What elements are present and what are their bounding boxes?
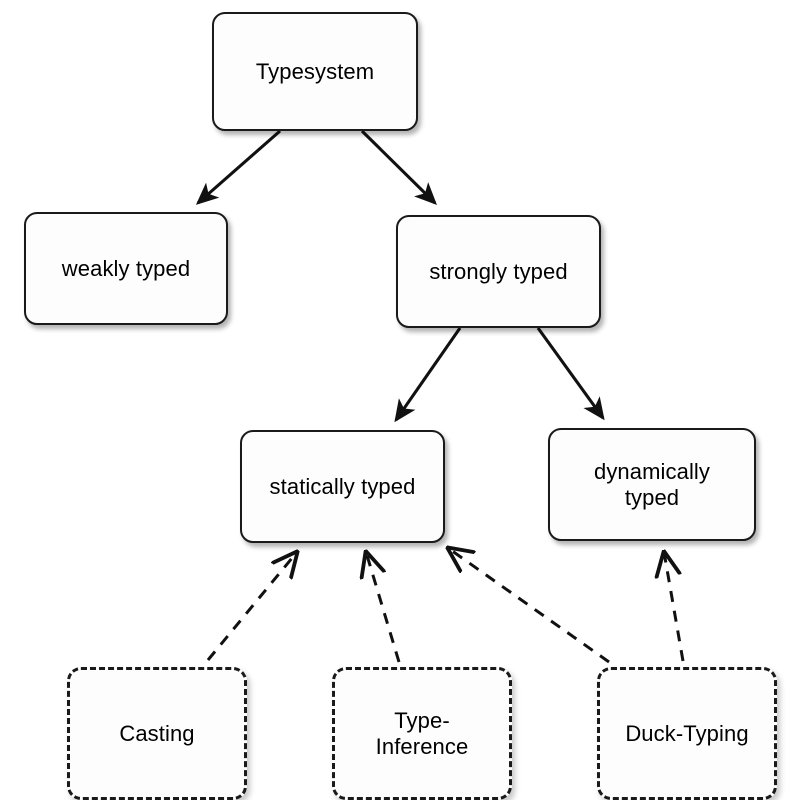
node-type-inference-label: Type- Inference [375, 707, 469, 759]
edge-duck-typing-to-dynamically-typed [664, 552, 685, 662]
node-weakly-typed-label: weakly typed [61, 255, 191, 281]
node-casting[interactable]: Casting [67, 667, 247, 800]
node-statically-typed-label: statically typed [269, 473, 416, 499]
node-strongly-typed-label: strongly typed [429, 258, 568, 284]
node-dynamically-typed[interactable]: dynamically typed [548, 428, 756, 541]
node-typesystem[interactable]: Typesystem [212, 12, 418, 131]
node-duck-typing[interactable]: Duck-Typing [597, 667, 777, 800]
node-dynamically-typed-label: dynamically typed [593, 458, 711, 510]
node-casting-label: Casting [119, 720, 195, 746]
edge-strongly-typed-to-dynamically-typed [536, 327, 605, 421]
edge-typesystem-to-strongly-typed [360, 129, 437, 205]
edge-typesystem-to-weakly-typed [195, 129, 282, 205]
node-weakly-typed[interactable]: weakly typed [24, 212, 228, 325]
node-duck-typing-label: Duck-Typing [625, 720, 749, 746]
node-strongly-typed[interactable]: strongly typed [396, 215, 601, 328]
node-typesystem-label: Typesystem [255, 58, 375, 84]
edge-duck-typing-to-statically-typed [448, 548, 610, 664]
edge-type-inference-to-statically-typed [366, 552, 401, 663]
node-statically-typed[interactable]: statically typed [240, 430, 445, 543]
edge-strongly-typed-to-statically-typed [394, 327, 462, 423]
node-type-inference[interactable]: Type- Inference [332, 667, 512, 800]
edge-casting-to-statically-typed [206, 552, 297, 661]
